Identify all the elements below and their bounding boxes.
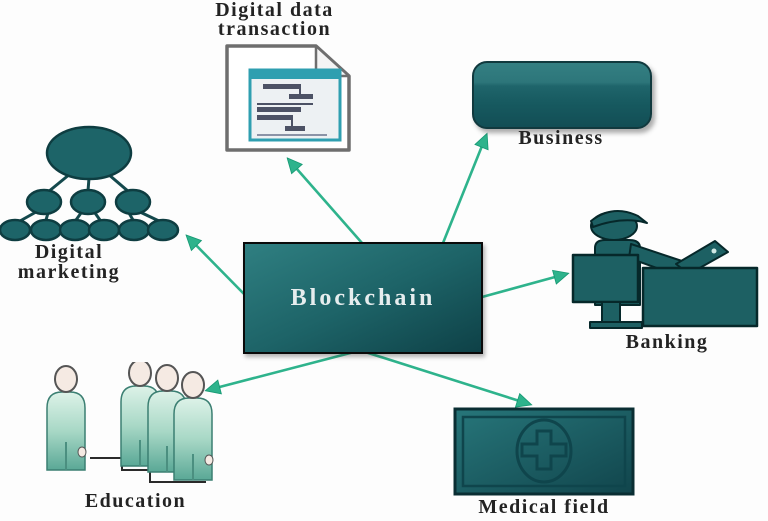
people-group-icon [46,362,214,483]
hierarchy-tree-icon [0,125,180,242]
medical-cross-plate-icon [453,407,635,496]
arrow-to-medical-field [361,349,529,404]
digital-marketing-label: Digital marketing [17,241,121,283]
bank-teller-desk-icon [571,210,759,329]
arrow-to-digital-marketing [188,237,247,297]
banking-label: Banking [625,331,709,353]
business-label: Business [518,127,604,149]
document-window-icon [225,44,351,152]
blockchain-center-label: Blockchain [290,284,436,311]
rounded-panel-icon [472,61,652,129]
digital-data-transaction-label: Digital data transaction [215,0,334,40]
arrow-to-education [208,349,359,390]
arrow-to-digital-data-transaction [289,160,363,244]
arrow-to-banking [481,274,566,299]
medical-field-label: Medical field [478,496,610,518]
education-label: Education [84,490,187,512]
arrow-to-business [441,136,486,244]
blockchain-center-node: Blockchain [243,242,483,354]
